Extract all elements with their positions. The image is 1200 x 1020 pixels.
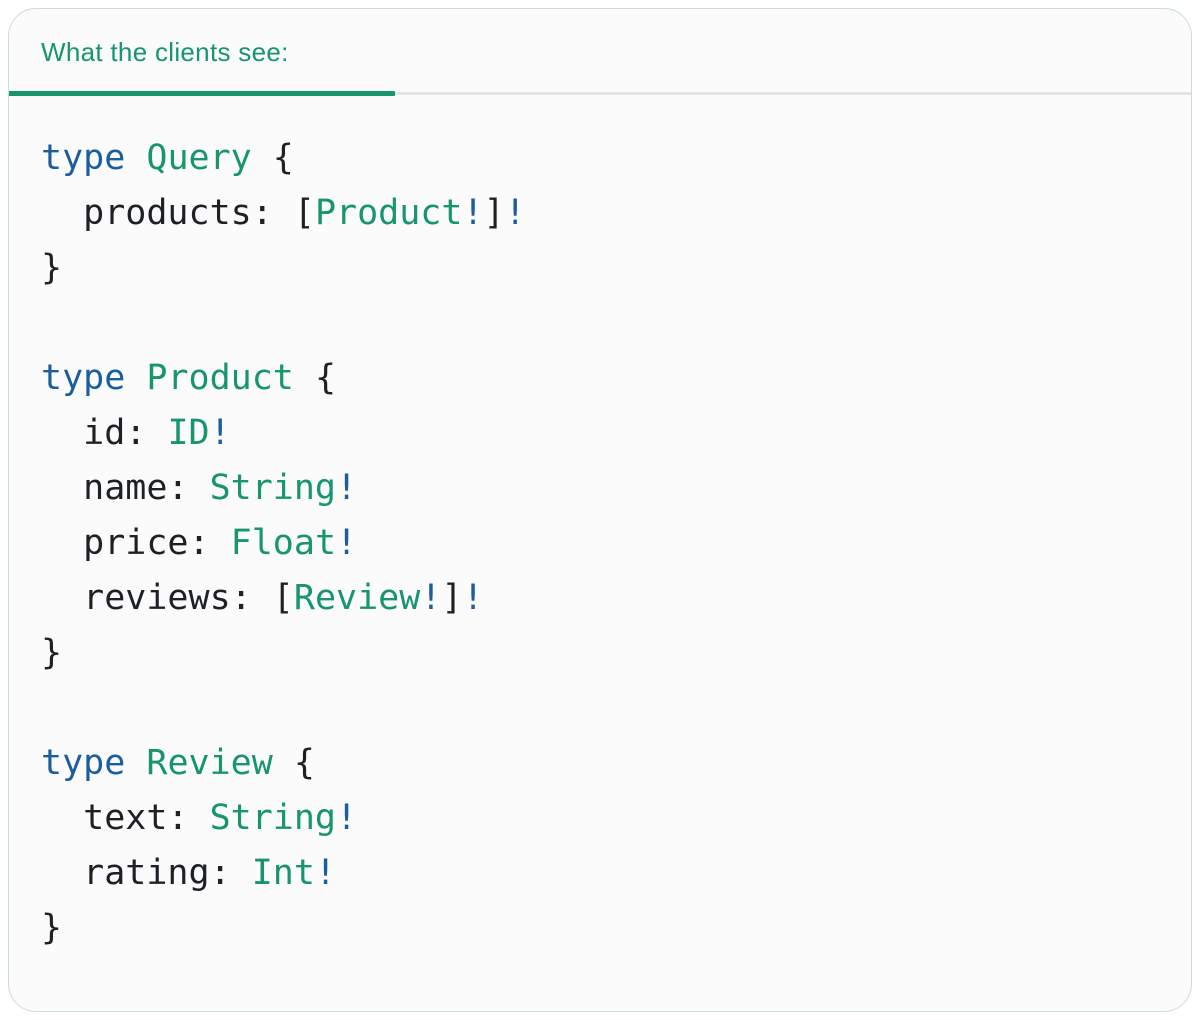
code-line: type Review { (41, 743, 315, 783)
clients-view-panel: What the clients see: type Query { produ… (8, 8, 1192, 1012)
tab-bar: What the clients see: (9, 9, 1191, 96)
code-line: products: [Product!]! (41, 193, 526, 233)
code-line-blank (41, 296, 1191, 351)
code-line: id: ID! (41, 413, 231, 453)
code-line: price: Float! (41, 523, 358, 563)
code-line: reviews: [Review!]! (41, 578, 484, 618)
code-line: } (41, 908, 63, 948)
code-line: text: String! (41, 798, 358, 838)
code-block: type Query { products: [Product!]!} type… (9, 95, 1191, 956)
code-line: } (41, 633, 63, 673)
code-line: name: String! (41, 468, 358, 508)
tab-what-clients-see[interactable]: What the clients see: (41, 37, 289, 67)
active-tab-underline (9, 91, 395, 96)
code-line-blank (41, 681, 1191, 736)
code-line: type Query { (41, 138, 294, 178)
code-line: } (41, 248, 63, 288)
code-line: rating: Int! (41, 853, 337, 893)
code-line: type Product { (41, 358, 337, 398)
